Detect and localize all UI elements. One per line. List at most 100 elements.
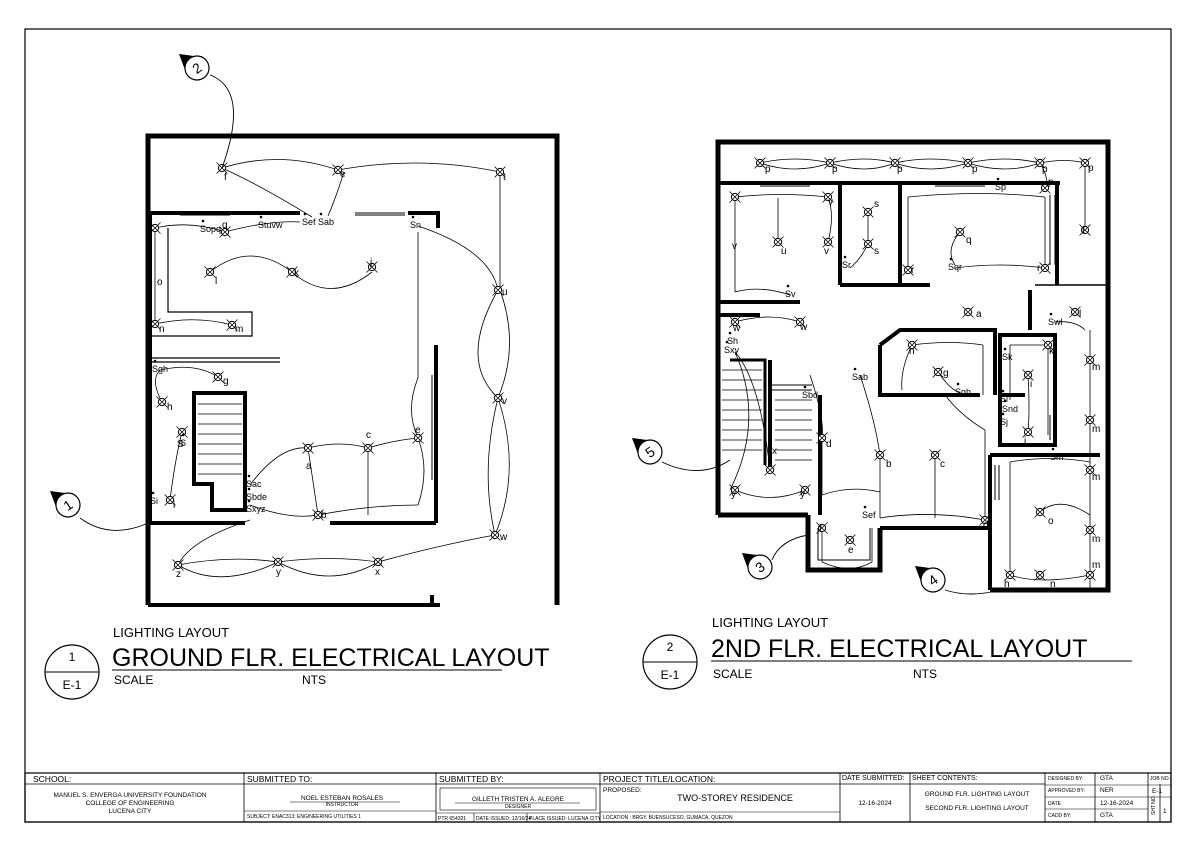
fixture-label: e (415, 425, 421, 436)
light-fixture-icon: u (492, 284, 508, 298)
fixture-label: c (366, 430, 371, 441)
switch-label: Sm (1050, 452, 1064, 462)
fixture-label: o (157, 277, 163, 288)
place-issued: PLACE ISSUED: LUCENA CITY (529, 816, 602, 822)
switch-label: Sef (302, 217, 316, 227)
fixture-label: m (235, 324, 243, 335)
drawing-1-number: 1 (69, 650, 76, 664)
light-fixture-icon: h (1004, 569, 1016, 590)
job-no-label: JOB NO. (1150, 776, 1170, 782)
light-fixture-icon: w (729, 316, 741, 334)
switch-dot-icon (247, 487, 251, 491)
submitted-by-role: DESIGNER (505, 804, 532, 810)
drawing-1-sheet: E-1 (63, 678, 82, 692)
fixture-label: i (1030, 379, 1032, 390)
switch-label: S (180, 438, 186, 448)
light-fixture-icon: s (862, 238, 879, 257)
fixture-label: p (1088, 163, 1094, 174)
light-fixture-icon: p (889, 157, 903, 175)
section-marker-icon: 1 (50, 491, 149, 531)
submitted-to-role: INSTRUCTOR (326, 802, 359, 808)
light-fixture-icon: m (1084, 414, 1100, 435)
light-fixture-icon: w (489, 529, 508, 543)
light-fixture-icon: o (149, 222, 163, 288)
light-fixture-icon: q (219, 220, 231, 238)
switch-label: Sj (1000, 417, 1008, 427)
project-name: TWO-STOREY RESIDENCE (677, 793, 793, 803)
drawing-1-scale-value: NTS (302, 673, 326, 687)
subject: SUBJECT: ENAC313: ENGINEERING UTILITIES … (247, 814, 361, 820)
light-fixture-icon: d (816, 432, 832, 450)
light-fixture-icon: g (932, 366, 949, 379)
submitted-by-name: GILLETH TRISTEN A. ALEGRE (472, 796, 565, 803)
approved-by: NER (1100, 787, 1114, 794)
switch-dot-icon (247, 499, 251, 503)
project-header: PROJECT TITLE/LOCATION: (603, 774, 715, 784)
light-fixture-icon: e (332, 164, 346, 180)
switch-label: Sl (1000, 394, 1008, 404)
section-marker-icon: 5 (632, 438, 731, 471)
submitted-to-name: NOEL ESTEBAN ROSALES (301, 795, 384, 802)
fixture-label: o (1048, 516, 1054, 527)
submitted-to-header: SUBMITTED TO: (247, 774, 312, 784)
fixture-label: j (369, 257, 372, 268)
light-fixture-icon: m (1084, 354, 1100, 373)
fixture-label: a (976, 309, 982, 320)
fixture-label: m (1092, 362, 1100, 373)
fixture-label: c (940, 459, 945, 470)
school-line-3: LUCENA CITY (109, 808, 152, 815)
switch-dot-icon (1003, 347, 1007, 351)
switch-label: Si (150, 496, 158, 506)
light-fixture-icon: h (906, 339, 918, 357)
fixture-label: x (772, 446, 777, 457)
school-line-2: COLLEGE OF ENGINEERING (86, 800, 175, 807)
fixture-label: u (781, 246, 787, 257)
light-fixture-icon: p (962, 157, 978, 175)
sheet-contents-header: SHEET CONTENTS: (912, 775, 978, 782)
fixture-label: h (909, 346, 915, 357)
fixture-label: n (1050, 579, 1056, 590)
fixture-label: m (1092, 472, 1100, 483)
light-fixture-icon: a (962, 306, 982, 320)
fixture-label: f (819, 524, 822, 535)
date-submitted: 12-16-2024 (858, 800, 892, 807)
fixture-label: y (276, 567, 281, 578)
fixture-label: r (911, 265, 915, 276)
switch-dot-icon (1001, 412, 1005, 416)
fixture-label: p (765, 164, 771, 175)
light-fixture-icon: x (764, 446, 777, 476)
switch-label: Sxy (724, 345, 740, 355)
light-fixture-icon: k (1042, 339, 1055, 357)
light-fixture-icon: n (1034, 569, 1056, 590)
switch-label: Stuvw (258, 220, 283, 230)
light-fixture-icon: n (149, 318, 165, 335)
drawing-1-scale-label: SCALE (114, 673, 153, 687)
fixture-label: b (321, 510, 327, 521)
fixture-label: y (800, 489, 805, 500)
fixture-label: a (306, 461, 312, 472)
switch-dot-icon (1049, 312, 1053, 316)
light-fixture-icon: v (822, 236, 834, 257)
fixture-label: h (1004, 579, 1010, 590)
light-fixture-icon: v (492, 392, 507, 407)
fixture-label: m (1092, 424, 1100, 435)
switch-label: Sv (785, 289, 796, 299)
switch-dot-icon (786, 284, 790, 288)
fixture-label: e (848, 545, 854, 556)
light-fixture-icon: b (874, 449, 892, 470)
fixture-label: v (732, 241, 737, 252)
fixture-label: k (1049, 346, 1055, 357)
fixture-label: e (340, 169, 346, 180)
light-fixture-icon: u (772, 236, 787, 257)
light-fixture-icon: e (412, 425, 424, 444)
switch-dot-icon (319, 212, 323, 216)
fixture-label: x (375, 567, 380, 578)
light-fixture-icon: w (794, 316, 808, 333)
fixture-label: g (943, 368, 949, 379)
switch-dot-icon (151, 491, 155, 495)
